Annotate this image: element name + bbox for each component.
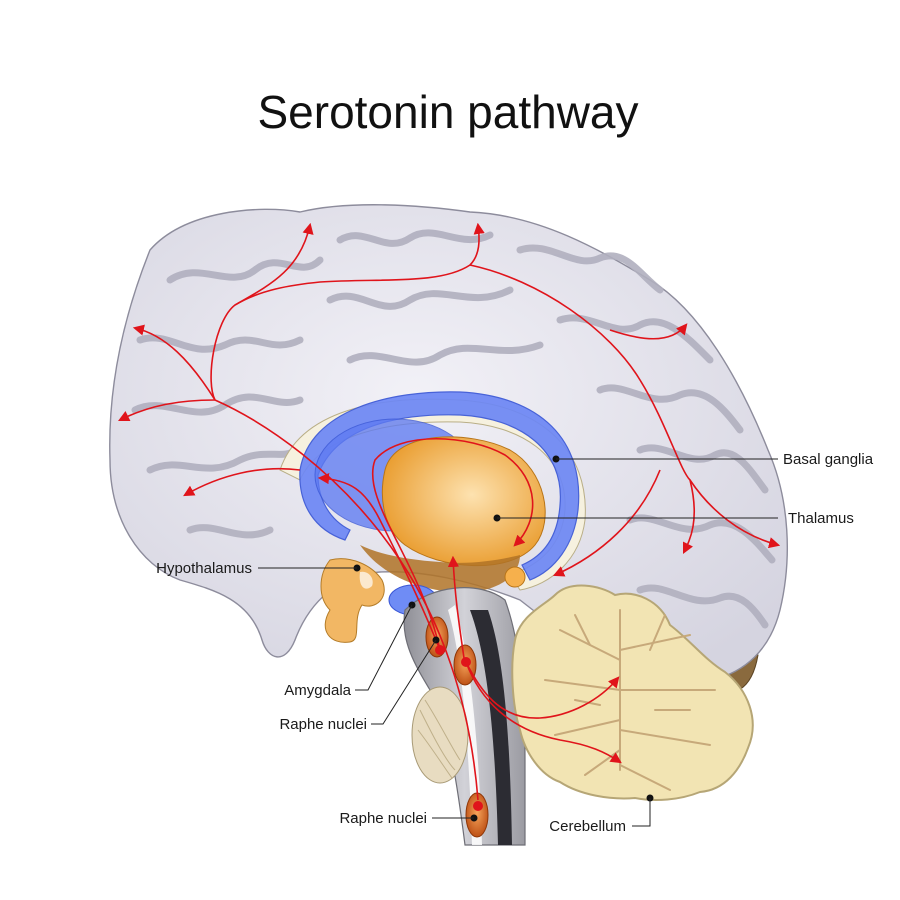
raphe-nuclei-upper-label: Raphe nuclei: [279, 716, 367, 733]
projection-arrow: [117, 399, 216, 422]
label-basal-ganglia: Basal ganglia: [552, 451, 874, 468]
projection-arrow: [465, 661, 622, 764]
projection-arrow: [447, 555, 466, 666]
raphe-nuclei-lower: [465, 792, 489, 838]
label-thalamus: Thalamus: [493, 510, 854, 527]
raphe-nuclei-lower-label: Raphe nuclei: [339, 810, 427, 827]
hypothalamus-label: Hypothalamus: [156, 560, 252, 577]
serotonin-projections: [117, 222, 781, 801]
projection-arrow: [465, 661, 620, 719]
thalamus: [360, 436, 546, 593]
projection-arrow: [183, 467, 301, 497]
projection-arrow: [132, 324, 216, 401]
basal-ganglia-label: Basal ganglia: [783, 451, 874, 468]
basal-ganglia: [299, 391, 580, 581]
cerebellum: [511, 584, 754, 801]
projection-arrow: [552, 469, 661, 577]
projection-arrow: [689, 479, 781, 549]
projection-arrow: [609, 323, 688, 340]
label-hypothalamus: Hypothalamus: [156, 560, 361, 577]
projection-arrow: [234, 222, 485, 306]
label-raphe-nuclei-upper: Raphe nuclei: [279, 636, 440, 733]
projection-arrow: [469, 264, 696, 555]
diagram-title: Serotonin pathway: [257, 86, 638, 138]
label-amygdala: Amygdala: [284, 601, 416, 699]
label-raphe-nuclei-lower: Raphe nuclei: [339, 810, 478, 827]
projection-arrow: [371, 438, 534, 651]
brainstem: [403, 587, 526, 846]
label-cerebellum: Cerebellum: [549, 794, 654, 835]
thalamus-label: Thalamus: [788, 510, 854, 527]
cerebellum-label: Cerebellum: [549, 818, 626, 835]
amygdala-label: Amygdala: [284, 682, 351, 699]
hypothalamus: [320, 558, 385, 643]
projection-arrow: [317, 473, 441, 651]
